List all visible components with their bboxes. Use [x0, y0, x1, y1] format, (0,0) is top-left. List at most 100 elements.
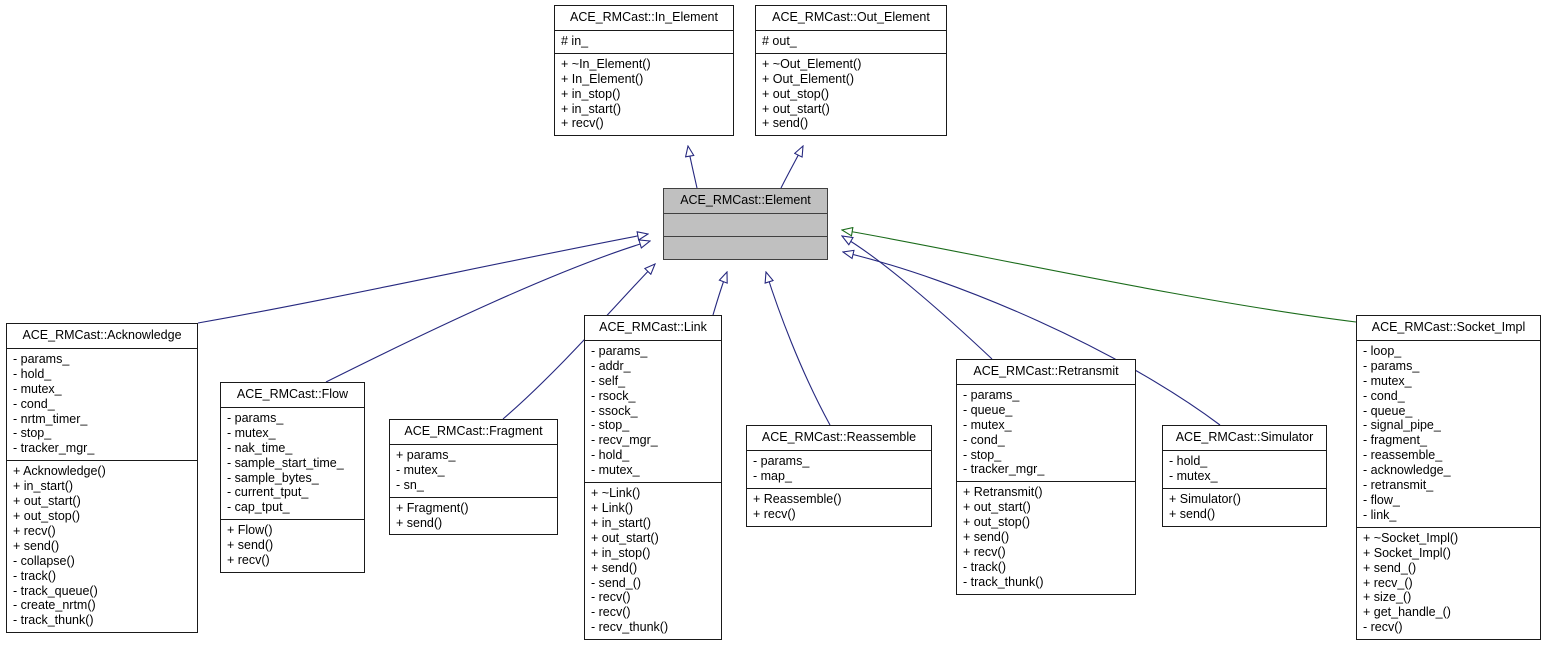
compartment-divider — [555, 52, 733, 54]
class-box-element[interactable]: ACE_RMCast::Element — [663, 188, 828, 260]
attributes-compartment-in_element: # in_ — [555, 31, 733, 53]
attribute-row: - mutex_ — [591, 463, 640, 478]
operation-row: + ~Socket_Impl() — [1363, 530, 1459, 545]
operation-row: + in_start() — [591, 515, 652, 530]
attribute-row: - mutex_ — [1363, 373, 1412, 388]
operation-row: + out_start() — [591, 530, 659, 545]
operations-compartment-out_element: + ~Out_Element()+ Out_Element()+ out_sto… — [756, 54, 946, 136]
operation-row: + in_start() — [561, 101, 622, 116]
operation-row: + In_Element() — [561, 71, 644, 86]
operation-row: - track_thunk() — [963, 574, 1044, 589]
class-box-out_element[interactable]: ACE_RMCast::Out_Element# out_+ ~Out_Elem… — [755, 5, 947, 137]
attribute-row: - signal_pipe_ — [1363, 418, 1441, 433]
attributes-compartment-retransmit: - params_- queue_- mutex_- cond_- stop_-… — [957, 385, 1135, 481]
operation-row: + send() — [227, 538, 274, 553]
operation-row: - track() — [13, 568, 57, 583]
operation-row: - recv() — [591, 590, 631, 605]
class-title-out_element: ACE_RMCast::Out_Element — [772, 10, 930, 24]
class-box-acknowledge[interactable]: ACE_RMCast::Acknowledge- params_- hold_-… — [6, 323, 198, 634]
compartment-divider — [390, 443, 557, 445]
attribute-row: - fragment_ — [1363, 433, 1427, 448]
compartment-divider — [221, 519, 364, 521]
operation-row: + send() — [762, 116, 809, 131]
operation-row: + out_start() — [13, 494, 81, 509]
attribute-row: - map_ — [753, 468, 792, 483]
operations-compartment-simulator: + Simulator()+ send() — [1163, 489, 1326, 526]
class-box-socket_impl[interactable]: ACE_RMCast::Socket_Impl- loop_- params_-… — [1356, 315, 1541, 641]
operations-compartment-in_element: + ~In_Element()+ In_Element()+ in_stop()… — [555, 54, 733, 136]
attribute-row: - self_ — [591, 373, 626, 388]
attributes-compartment-element — [664, 214, 827, 236]
compartment-divider — [585, 482, 721, 484]
operation-row: - collapse() — [13, 553, 75, 568]
attribute-row: - cap_tput_ — [227, 500, 290, 515]
operation-row: + out_stop() — [13, 508, 81, 523]
operation-row: + Link() — [591, 500, 634, 515]
edge-element-to-out_element — [780, 146, 803, 189]
compartment-divider — [7, 460, 197, 462]
attribute-row: - recv_mgr_ — [591, 433, 658, 448]
attributes-compartment-reassemble: - params_- map_ — [747, 451, 931, 488]
attribute-row: + params_ — [396, 447, 456, 462]
operation-row: + recv() — [13, 523, 56, 538]
attribute-row: - nrtm_timer_ — [13, 411, 88, 426]
edge-reassemble-to-element — [766, 272, 831, 426]
operation-row: + Socket_Impl() — [1363, 545, 1451, 560]
class-box-link[interactable]: ACE_RMCast::Link- params_- addr_- self_-… — [584, 315, 722, 641]
attribute-row: - stop_ — [591, 418, 630, 433]
compartment-divider — [747, 449, 931, 451]
class-box-retransmit[interactable]: ACE_RMCast::Retransmit- params_- queue_-… — [956, 359, 1136, 595]
edge-link-to-element — [712, 272, 727, 316]
compartment-divider — [7, 347, 197, 349]
attribute-row: - reassemble_ — [1363, 448, 1443, 463]
class-box-fragment[interactable]: ACE_RMCast::Fragment+ params_- mutex_- s… — [389, 419, 558, 536]
compartment-divider — [957, 481, 1135, 483]
attributes-compartment-link: - params_- addr_- self_- rsock_- ssock_-… — [585, 341, 721, 482]
class-title-simulator: ACE_RMCast::Simulator — [1175, 430, 1314, 444]
class-box-simulator[interactable]: ACE_RMCast::Simulator- hold_- mutex_+ Si… — [1162, 425, 1327, 527]
attribute-row: - flow_ — [1363, 492, 1400, 507]
operation-row: - track() — [963, 559, 1007, 574]
operation-row: + Flow() — [227, 523, 273, 538]
edge-retransmit-to-element — [842, 236, 993, 360]
operations-compartment-socket_impl: + ~Socket_Impl()+ Socket_Impl()+ send_()… — [1357, 528, 1540, 639]
compartment-divider — [664, 235, 827, 237]
operation-row: + Out_Element() — [762, 71, 855, 86]
operation-row: - track_queue() — [13, 583, 98, 598]
attribute-row: - tracker_mgr_ — [13, 441, 95, 456]
class-title-fragment: ACE_RMCast::Fragment — [404, 424, 543, 438]
edge-element-to-in_element — [688, 146, 698, 189]
operation-row: + send() — [963, 530, 1010, 545]
class-title-in_element: ACE_RMCast::In_Element — [570, 10, 718, 24]
operation-row: + recv() — [963, 544, 1006, 559]
attribute-row: - mutex_ — [1169, 468, 1218, 483]
operation-row: - recv_thunk() — [591, 620, 669, 635]
operations-compartment-flow: + Flow()+ send()+ recv() — [221, 520, 364, 572]
class-box-reassemble[interactable]: ACE_RMCast::Reassemble- params_- map_+ R… — [746, 425, 932, 527]
compartment-divider — [1163, 487, 1326, 489]
attribute-row: - hold_ — [13, 366, 52, 381]
operation-row: + send_() — [1363, 560, 1417, 575]
compartment-divider — [957, 383, 1135, 385]
compartment-divider — [221, 406, 364, 408]
attribute-row: - cond_ — [13, 396, 55, 411]
operations-compartment-link: + ~Link()+ Link()+ in_start()+ out_start… — [585, 483, 721, 639]
operation-row: + recv() — [227, 553, 270, 568]
edge-acknowledge-to-element — [197, 234, 648, 324]
compartment-divider — [1357, 526, 1540, 528]
operation-row: + ~In_Element() — [561, 56, 651, 71]
compartment-divider — [747, 487, 931, 489]
operation-row: + out_start() — [762, 101, 830, 116]
attribute-row: - queue_ — [963, 402, 1013, 417]
attribute-row: - sample_bytes_ — [227, 470, 319, 485]
attribute-row: - mutex_ — [963, 417, 1012, 432]
attribute-row: - addr_ — [591, 358, 631, 373]
compartment-divider — [1357, 339, 1540, 341]
operation-row: - send_() — [591, 575, 642, 590]
class-box-in_element[interactable]: ACE_RMCast::In_Element# in_+ ~In_Element… — [554, 5, 734, 137]
class-box-flow[interactable]: ACE_RMCast::Flow- params_- mutex_- nak_t… — [220, 382, 365, 573]
attribute-row: - mutex_ — [13, 381, 62, 396]
operation-row: + recv_() — [1363, 575, 1413, 590]
operation-row: + send() — [13, 538, 60, 553]
